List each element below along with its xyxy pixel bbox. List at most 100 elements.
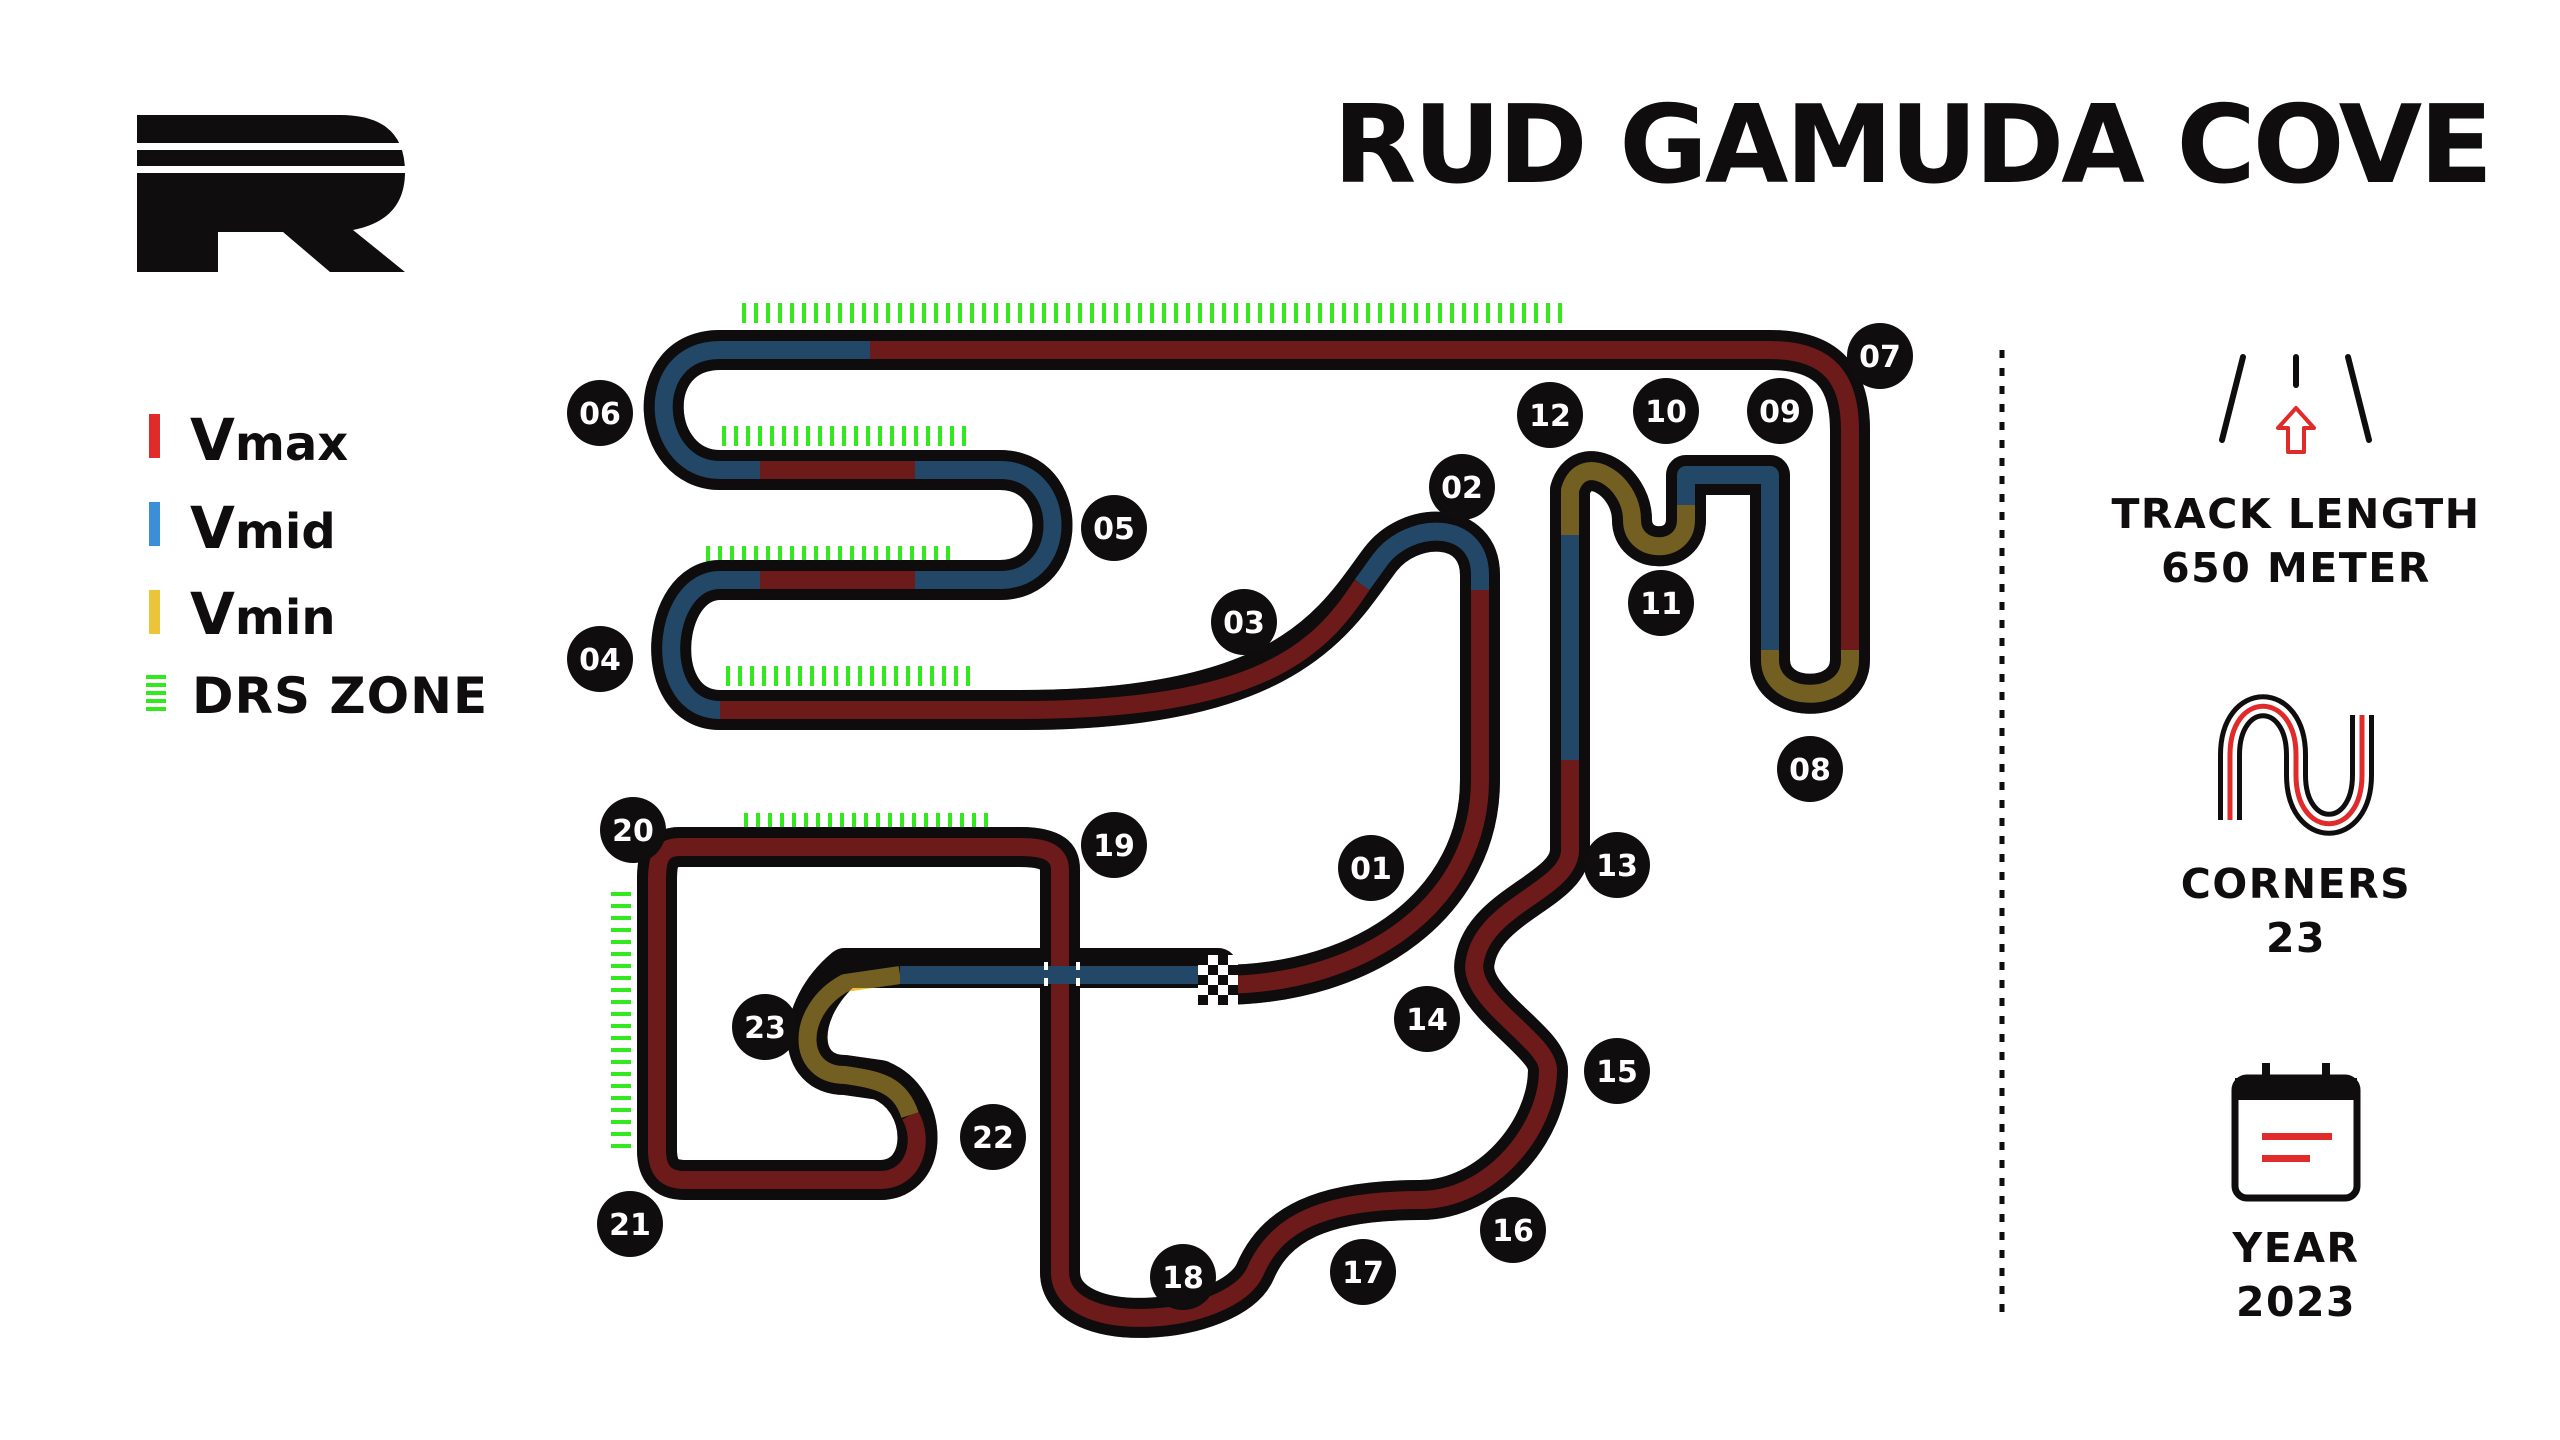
svg-text:Vmin: Vmin <box>190 580 336 648</box>
legend: Vmax Vmid Vmin DRS ZONE <box>146 406 488 725</box>
road-arrow-icon <box>2219 354 2372 454</box>
corner-badge-circle <box>1081 495 1147 561</box>
corner-badge-circle <box>960 1104 1026 1170</box>
corner-badge-11: 11 <box>1628 570 1694 636</box>
legend-vmid: Vmid <box>149 494 336 562</box>
corner-badge-06: 06 <box>567 380 633 446</box>
corner-badge-19: 19 <box>1081 812 1147 878</box>
corner-badge-circle <box>1633 378 1699 444</box>
corner-number: 03 <box>1223 606 1265 641</box>
corner-number: 08 <box>1789 753 1831 788</box>
corner-badge-circle <box>597 1191 663 1257</box>
legend-vmin-v: V <box>190 580 235 648</box>
legend-vmin-sub: min <box>235 590 336 646</box>
corner-number: 13 <box>1596 849 1638 884</box>
corner-badge-23: 23 <box>732 994 798 1060</box>
vmid-swatch <box>149 502 160 546</box>
corners-value: 23 <box>2266 914 2326 962</box>
vmin-swatch <box>149 590 160 634</box>
corner-number: 07 <box>1859 340 1901 375</box>
svg-text:Vmid: Vmid <box>190 494 336 562</box>
corner-badge-01: 01 <box>1338 835 1404 901</box>
corner-number: 12 <box>1529 399 1571 434</box>
corner-badge-circle <box>567 380 633 446</box>
corners-label: CORNERS <box>2181 860 2411 908</box>
corner-badge-circle <box>1338 835 1404 901</box>
corner-badge-02: 02 <box>1429 454 1495 520</box>
corner-number: 11 <box>1640 587 1682 622</box>
corner-badges: 01 02 03 04 05 06 07 08 09 10 11 12 13 14 15 16 17 18 19 20… <box>567 323 1913 1310</box>
corner-badge-circle <box>1081 812 1147 878</box>
corner-badge-10: 10 <box>1633 378 1699 444</box>
corner-badge-circle <box>1584 832 1650 898</box>
legend-vmax-v: V <box>190 406 235 474</box>
track-length-label: TRACK LENGTH <box>2111 490 2480 538</box>
start-finish-flag <box>1198 955 1238 1005</box>
corner-badge-circle <box>1429 454 1495 520</box>
corner-badge-circle <box>567 626 633 692</box>
corner-number: 01 <box>1350 852 1392 887</box>
legend-vmid-sub: mid <box>235 504 336 560</box>
corner-badge-circle <box>1777 736 1843 802</box>
corner-number: 19 <box>1093 829 1135 864</box>
vmax-swatch <box>149 414 160 458</box>
corner-number: 17 <box>1342 1256 1384 1291</box>
corner-number: 23 <box>744 1011 786 1046</box>
svg-text:Vmax: Vmax <box>190 406 348 474</box>
corner-number: 15 <box>1596 1055 1638 1090</box>
corner-number: 18 <box>1162 1261 1204 1296</box>
corner-badge-14: 14 <box>1394 986 1460 1052</box>
corner-badge-circle <box>1150 1244 1216 1310</box>
legend-vmax: Vmax <box>149 406 348 474</box>
track-title: RUD GAMUDA COVE <box>1333 83 2490 208</box>
corner-badge-21: 21 <box>597 1191 663 1257</box>
corner-number: 06 <box>579 397 621 432</box>
corner-number: 04 <box>579 643 621 678</box>
corner-number: 10 <box>1645 395 1687 430</box>
corner-badge-circle <box>1394 986 1460 1052</box>
corner-number: 02 <box>1441 471 1483 506</box>
track-length-value: 650 METER <box>2161 544 2431 592</box>
legend-vmin: Vmin <box>149 580 336 648</box>
legend-vmax-sub: max <box>235 416 348 472</box>
corner-badge-circle <box>1480 1197 1546 1263</box>
legend-drs-label: DRS ZONE <box>192 667 488 725</box>
drs-swatch <box>146 675 166 711</box>
info-panel: TRACK LENGTH 650 METER CORNERS 23 YEAR 2… <box>2111 354 2480 1326</box>
corner-badge-20: 20 <box>600 797 666 863</box>
corner-badge-05: 05 <box>1081 495 1147 561</box>
corner-number: 21 <box>609 1208 651 1243</box>
corner-badge-16: 16 <box>1480 1197 1546 1263</box>
drs-zones <box>611 303 1565 1153</box>
corner-badge-04: 04 <box>567 626 633 692</box>
corner-number: 22 <box>972 1121 1014 1156</box>
corners-track-icon <box>2218 694 2374 836</box>
corner-badge-circle <box>1517 382 1583 448</box>
track <box>637 330 1870 1318</box>
corner-badge-circle <box>1747 378 1813 444</box>
corner-badge-15: 15 <box>1584 1038 1650 1104</box>
corner-badge-circle <box>1330 1239 1396 1305</box>
corner-number: 14 <box>1406 1003 1448 1038</box>
corner-badge-circle <box>1628 570 1694 636</box>
corner-badge-circle <box>600 797 666 863</box>
corner-badge-17: 17 <box>1330 1239 1396 1305</box>
corner-badge-13: 13 <box>1584 832 1650 898</box>
legend-vmid-v: V <box>190 494 235 562</box>
corner-badge-22: 22 <box>960 1104 1026 1170</box>
corner-badge-18: 18 <box>1150 1244 1216 1310</box>
corner-badge-12: 12 <box>1517 382 1583 448</box>
calendar-icon <box>2231 1063 2361 1202</box>
crossing-markers <box>1044 962 1080 986</box>
corner-badge-03: 03 <box>1211 589 1277 655</box>
corner-badge-circle <box>1584 1038 1650 1104</box>
r-logo <box>137 115 409 272</box>
corner-number: 16 <box>1492 1214 1534 1249</box>
year-label: YEAR <box>2232 1224 2360 1272</box>
corner-badge-07: 07 <box>1847 323 1913 389</box>
corner-badge-circle <box>732 994 798 1060</box>
corner-number: 05 <box>1093 512 1135 547</box>
corner-badge-circle <box>1847 323 1913 389</box>
corner-number: 09 <box>1759 395 1801 430</box>
